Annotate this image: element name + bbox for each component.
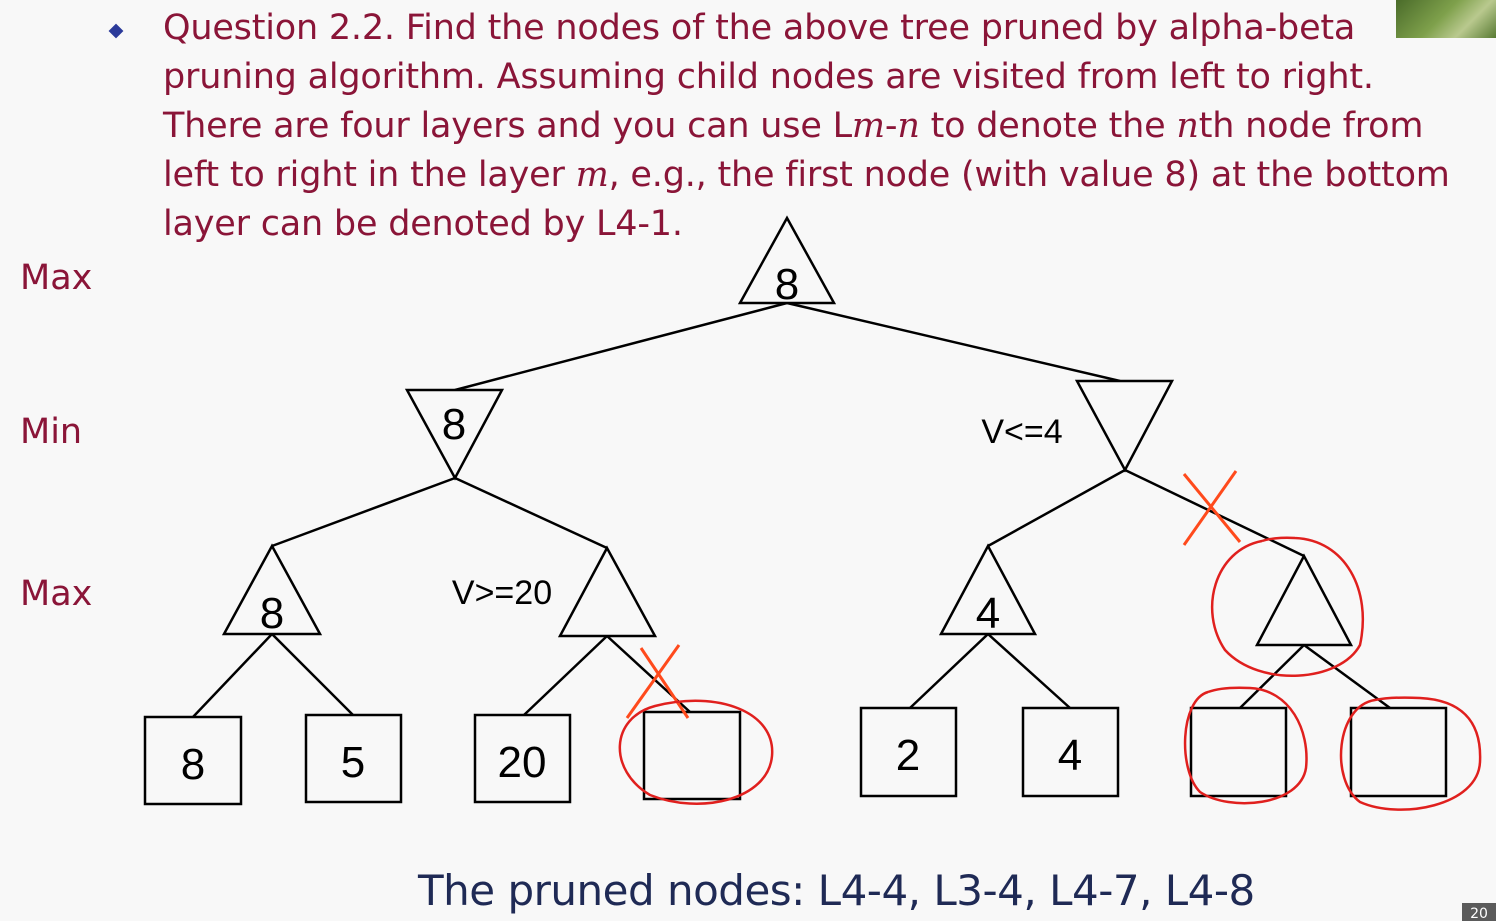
leaf-2-value: 5 xyxy=(341,738,365,787)
leaf-4 xyxy=(642,710,742,801)
page-number: 20 xyxy=(1462,903,1496,921)
max-node-3 xyxy=(938,543,1038,636)
edge-minleft-max1 xyxy=(271,476,456,548)
min-right-annotation: V<=4 xyxy=(981,413,1062,451)
edge-max2-leaf3 xyxy=(523,635,608,716)
edge-root-minleft xyxy=(454,301,788,392)
leaf-2 xyxy=(304,713,403,804)
prune-circle-leaf-4 xyxy=(618,699,774,805)
max-node-3-value: 4 xyxy=(976,589,1000,638)
root-max-node xyxy=(737,215,837,305)
max-node-4 xyxy=(1254,553,1354,647)
leaf-7 xyxy=(1189,706,1288,798)
corner-landscape-image xyxy=(1396,0,1496,38)
question-part-1: Question 2.2. Find the nodes of the abov… xyxy=(163,8,1374,146)
question-var-m-2: m xyxy=(575,155,609,195)
layer-label-max-1: Max xyxy=(20,258,93,298)
prune-cross-1a xyxy=(639,647,690,719)
leaf-5-value: 2 xyxy=(896,731,920,780)
min-node-right xyxy=(1074,379,1175,473)
layer-label-min: Min xyxy=(20,412,83,452)
prune-circle-leaf-8 xyxy=(1339,696,1482,811)
prune-circles xyxy=(618,536,1482,811)
prune-cross-2b xyxy=(1182,470,1238,546)
leaf-3 xyxy=(473,713,572,804)
max-node-2-annotation: V>=20 xyxy=(452,574,552,612)
max-node-1 xyxy=(221,543,323,636)
prune-cross-2a xyxy=(1182,473,1242,543)
question-var-m: m xyxy=(851,106,885,146)
question-part-4: th node from left to right in the layer xyxy=(163,106,1424,195)
leaf-6 xyxy=(1021,706,1120,798)
answer-text: The pruned nodes: L4-4, L3-4, L4-7, L4-8 xyxy=(418,866,1255,915)
leaf-8 xyxy=(1349,706,1448,798)
edge-max4-leaf8 xyxy=(1303,643,1391,710)
leaf-1 xyxy=(143,715,243,806)
root-value: 8 xyxy=(775,260,799,309)
question-var-n: n xyxy=(897,106,920,146)
prune-circle-leaf-7 xyxy=(1183,686,1308,805)
max-node-2 xyxy=(557,545,658,638)
edge-max1-leaf1 xyxy=(192,633,273,718)
edge-max4-leaf7 xyxy=(1239,644,1305,709)
layer-label-max-2: Max xyxy=(20,574,93,614)
leaf-6-value: 4 xyxy=(1058,731,1082,780)
question-part-5: , e.g., the first node (with value 8) at… xyxy=(163,155,1450,244)
leaf-1-value: 8 xyxy=(181,740,205,789)
min-left-value: 8 xyxy=(442,400,466,449)
max-node-1-value: 8 xyxy=(260,589,284,638)
edge-max1-leaf2 xyxy=(271,633,354,716)
question-text: Question 2.2. Find the nodes of the abov… xyxy=(163,4,1463,249)
edge-minright-max3 xyxy=(987,468,1126,548)
edge-root-minright xyxy=(786,301,1121,383)
min-node-left xyxy=(404,388,505,481)
edge-max3-leaf6 xyxy=(987,633,1071,709)
leaf-5 xyxy=(859,706,958,798)
edge-minleft-max2 xyxy=(454,476,608,550)
question-var-n-2: n xyxy=(1176,106,1199,146)
question-part-2: - xyxy=(884,106,898,146)
prune-circle-max-node-4 xyxy=(1210,536,1365,677)
prune-cross-1b xyxy=(625,644,681,719)
edge-max3-leaf5 xyxy=(909,633,989,709)
tree-edges xyxy=(192,301,1391,718)
leaf-3-value: 20 xyxy=(498,738,547,787)
question-part-3: to denote the xyxy=(919,106,1177,146)
prune-cross-marks xyxy=(625,470,1242,719)
